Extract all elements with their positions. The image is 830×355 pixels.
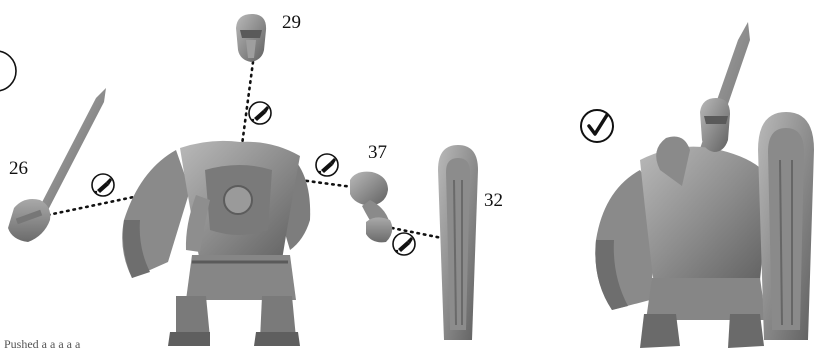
body-part bbox=[122, 140, 311, 346]
label-shield: 32 bbox=[484, 190, 503, 211]
sword-part bbox=[8, 88, 106, 242]
assembled-figure bbox=[595, 22, 814, 348]
arm-part bbox=[350, 171, 393, 243]
label-head: 29 bbox=[282, 12, 301, 33]
head-part bbox=[236, 14, 267, 62]
label-sword: 26 bbox=[9, 158, 28, 179]
checkmark-circle-icon bbox=[580, 109, 614, 143]
connector-shield bbox=[390, 226, 444, 240]
glue-bottle-icon bbox=[248, 101, 272, 125]
footnote-text: Pushed a a a a a bbox=[4, 337, 81, 351]
shield-part bbox=[438, 145, 478, 340]
step-marker-circle bbox=[0, 50, 17, 92]
glue-bottle-icon bbox=[91, 173, 115, 197]
glue-bottle-icon bbox=[315, 153, 339, 177]
glue-bottle-icon bbox=[392, 232, 416, 256]
label-arm: 37 bbox=[368, 142, 387, 163]
